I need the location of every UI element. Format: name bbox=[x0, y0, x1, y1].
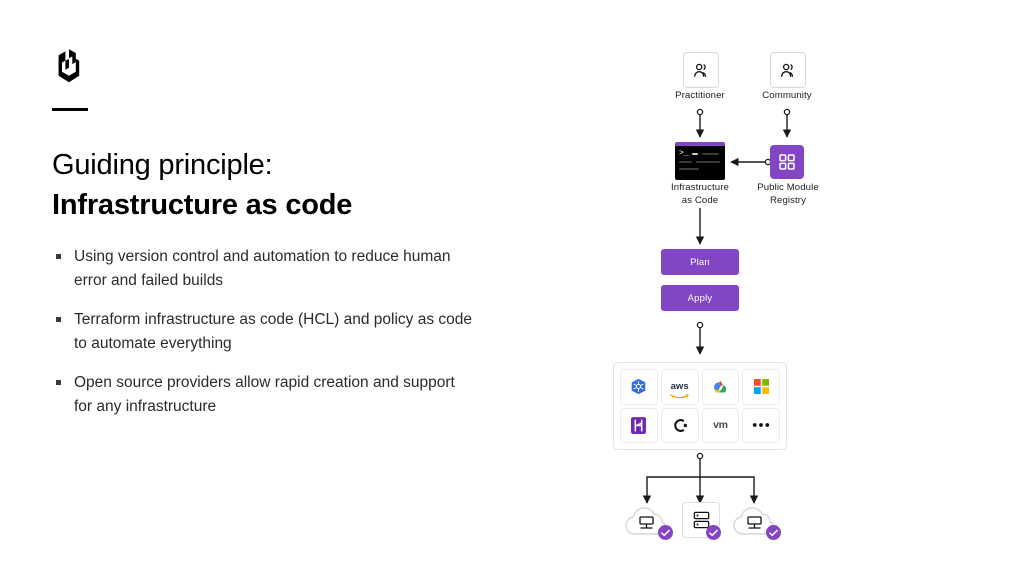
left-content: Guiding principle: Infrastructure as cod… bbox=[52, 48, 492, 435]
aws-wordmark: aws bbox=[670, 380, 689, 392]
status-check-badge bbox=[658, 525, 673, 540]
cloud-server-target bbox=[730, 502, 781, 540]
iac-label-line1: Infrastructure bbox=[671, 182, 729, 193]
plan-label[interactable]: Plan bbox=[661, 249, 739, 275]
apply-label[interactable]: Apply bbox=[661, 285, 739, 311]
terminal-icon: >_ bbox=[675, 142, 725, 180]
bullet-text: Terraform infrastructure as code (HCL) a… bbox=[74, 311, 472, 352]
status-check-badge bbox=[766, 525, 781, 540]
users-icon bbox=[683, 52, 719, 88]
microsoft-azure-icon[interactable] bbox=[742, 369, 780, 405]
node-public-module-registry bbox=[770, 145, 804, 179]
page-title: Guiding principle: Infrastructure as cod… bbox=[52, 145, 492, 225]
bullet-text: Using version control and automation to … bbox=[74, 248, 451, 289]
aws-icon[interactable]: aws bbox=[660, 369, 699, 405]
node-infrastructure-as-code: >_ bbox=[675, 142, 725, 180]
kubernetes-icon[interactable] bbox=[620, 369, 658, 405]
vmware-wordmark: vm bbox=[713, 419, 728, 432]
diagram-connectors bbox=[642, 108, 792, 504]
registry-label-line2: Registry bbox=[770, 194, 806, 206]
cloud-server-target bbox=[622, 502, 673, 540]
architecture-diagram: Practitioner Community >_ bbox=[600, 36, 1000, 556]
node-practitioner bbox=[683, 52, 719, 88]
bullet-list: Using version control and automation to … bbox=[52, 245, 492, 419]
heroku-icon[interactable] bbox=[620, 407, 658, 443]
bullet-marker-icon bbox=[56, 317, 61, 322]
list-item: Terraform infrastructure as code (HCL) a… bbox=[52, 308, 474, 356]
google-cloud-icon[interactable] bbox=[701, 369, 740, 405]
divider bbox=[52, 108, 88, 111]
label-community: Community bbox=[762, 90, 812, 101]
hashicorp-logo-icon bbox=[52, 48, 492, 86]
providers-panel: aws bbox=[613, 362, 787, 450]
bullet-marker-icon bbox=[56, 380, 61, 385]
registry-label-line1: Public Module bbox=[757, 182, 819, 193]
datacenter-target bbox=[676, 502, 726, 540]
bullet-marker-icon bbox=[56, 254, 61, 259]
node-community bbox=[770, 52, 806, 88]
title-line-1: Guiding principle: bbox=[52, 149, 273, 181]
openshift-icon[interactable] bbox=[660, 407, 699, 443]
list-item: Using version control and automation to … bbox=[52, 245, 474, 293]
button-plan[interactable]: Plan bbox=[661, 249, 739, 275]
button-apply[interactable]: Apply bbox=[661, 285, 739, 311]
iac-label-line2: as Code bbox=[681, 194, 719, 206]
more-ellipsis-icon[interactable] bbox=[742, 407, 780, 443]
users-icon bbox=[770, 52, 806, 88]
label-public-module-registry: Public Module Registry bbox=[742, 182, 834, 207]
label-infrastructure-as-code: Infrastructure as Code bbox=[655, 182, 745, 207]
bullet-text: Open source providers allow rapid creati… bbox=[74, 374, 455, 415]
terminal-prompt: >_ bbox=[679, 149, 689, 158]
vmware-icon[interactable]: vm bbox=[701, 407, 740, 443]
title-line-2: Infrastructure as code bbox=[52, 189, 353, 221]
grid-modules-icon bbox=[770, 145, 804, 179]
label-practitioner: Practitioner bbox=[675, 90, 725, 101]
list-item: Open source providers allow rapid creati… bbox=[52, 371, 474, 419]
status-check-badge bbox=[706, 525, 721, 540]
